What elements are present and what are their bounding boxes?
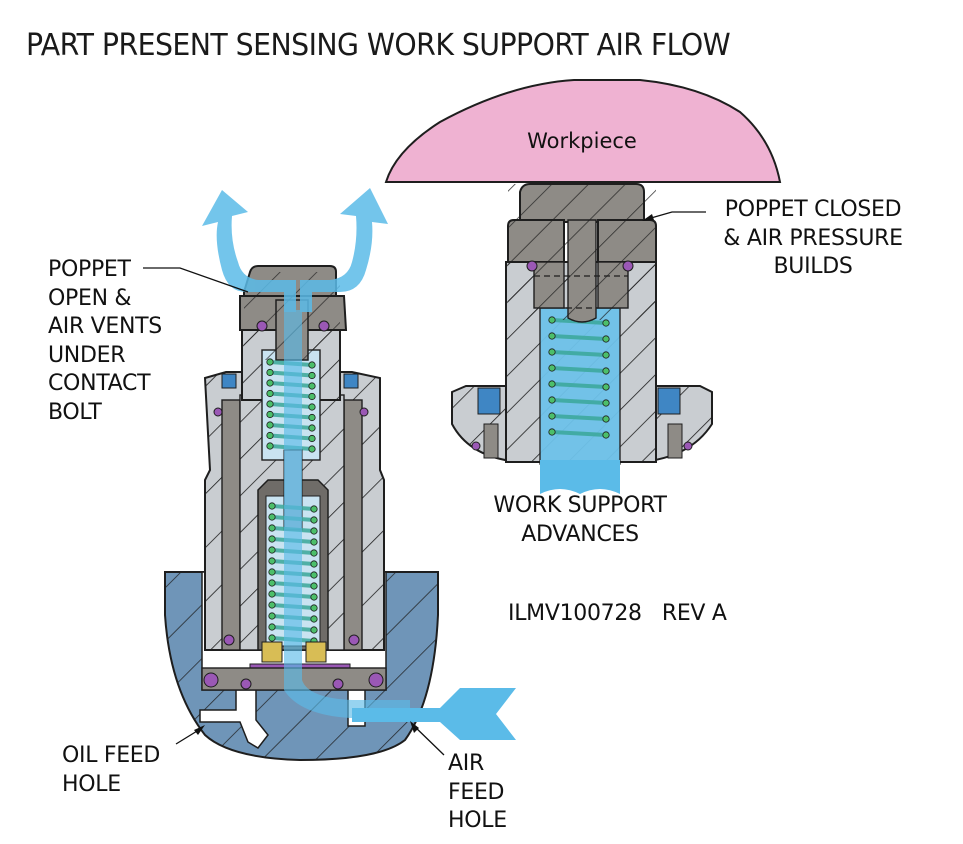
spring-coil bbox=[550, 334, 608, 341]
poppet-closed-leader bbox=[643, 211, 706, 221]
spring-coil-section bbox=[268, 601, 276, 609]
workpiece bbox=[384, 79, 782, 183]
spring-coil-section bbox=[266, 368, 274, 377]
spring-coil-section bbox=[310, 516, 318, 524]
spring-coil-section bbox=[266, 410, 274, 419]
spring-coil-section bbox=[548, 412, 556, 420]
spring-coil-section bbox=[310, 615, 318, 623]
spring-coil bbox=[550, 366, 608, 373]
spring-coil-section bbox=[310, 582, 318, 590]
spring-coil-section bbox=[602, 383, 610, 391]
spring-coil-section bbox=[310, 527, 318, 535]
spring-coil-section bbox=[268, 502, 276, 510]
work-support-advances-label: WORK SUPPORT ADVANCES bbox=[493, 493, 667, 547]
spring-coil bbox=[550, 430, 608, 437]
spring-coil bbox=[550, 350, 608, 357]
spring-coil-section bbox=[308, 445, 316, 453]
left-work-support-assembly bbox=[164, 188, 516, 762]
spring-coil-section bbox=[310, 626, 318, 634]
right-air-flow bbox=[540, 460, 620, 494]
spring-coil-section bbox=[602, 399, 610, 407]
spring-coil-section bbox=[602, 367, 610, 375]
poppet-closed-arrowhead bbox=[642, 214, 654, 221]
spring-coil-section bbox=[602, 351, 610, 359]
air-feed-arrowhead bbox=[410, 721, 419, 733]
spring-coil bbox=[550, 382, 608, 389]
spring-coil-section bbox=[548, 348, 556, 356]
spring-coil-section bbox=[308, 382, 316, 390]
spring-coil bbox=[550, 398, 608, 405]
spring-coil-section bbox=[548, 428, 556, 436]
spring-coil-section bbox=[548, 364, 556, 372]
spring-coil-section bbox=[266, 431, 274, 440]
poppet-closed-label: POPPET CLOSED & AIR PRESSURE BUILDS bbox=[723, 197, 903, 279]
spring-coil-section bbox=[602, 319, 610, 327]
spring-coil-section bbox=[268, 524, 276, 532]
spring-coil-section bbox=[548, 396, 556, 404]
spring-coil-section bbox=[268, 535, 276, 543]
spring-coil bbox=[550, 414, 608, 421]
spring-coil-section bbox=[266, 358, 274, 366]
oil-feed-hole-label: OIL FEED HOLE bbox=[62, 743, 161, 797]
spring-coil-section bbox=[308, 424, 316, 432]
spring-coil-section bbox=[268, 546, 276, 554]
spring-coil-section bbox=[268, 612, 276, 620]
spring-coil-section bbox=[266, 379, 274, 387]
spring-coil-section bbox=[310, 505, 318, 513]
spring-coil-section bbox=[268, 579, 276, 587]
right-poppet bbox=[507, 183, 657, 323]
spring-coil-section bbox=[268, 568, 276, 576]
spring-coil-section bbox=[310, 593, 318, 601]
spring-coil-section bbox=[602, 335, 610, 343]
spring-coil-section bbox=[310, 604, 318, 612]
poppet-open-leader bbox=[143, 267, 249, 293]
right-work-support-assembly bbox=[451, 183, 713, 494]
spring-coil-section bbox=[310, 538, 318, 546]
page-title: PART PRESENT SENSING WORK SUPPORT AIR FL… bbox=[26, 28, 731, 63]
spring-coil-section bbox=[310, 549, 318, 557]
spring-coil-section bbox=[266, 400, 274, 408]
spring-coil-section bbox=[268, 557, 276, 565]
spring-coil-section bbox=[308, 392, 316, 401]
spring-coil-section bbox=[266, 442, 274, 450]
spring-coil-section bbox=[602, 431, 610, 439]
oil-feed-arrowhead bbox=[194, 725, 205, 735]
spring-coil-section bbox=[310, 571, 318, 579]
drawing-number: ILMV100728 REV A bbox=[508, 601, 727, 626]
spring-coil-section bbox=[308, 403, 316, 411]
air-inlet-arrow bbox=[352, 688, 516, 740]
spring-coil-section bbox=[602, 415, 610, 423]
spring-coil-section bbox=[268, 634, 276, 642]
spring-coil-section bbox=[548, 332, 556, 340]
spring-coil-section bbox=[268, 623, 276, 631]
spring-coil-section bbox=[308, 413, 316, 422]
spring-coil-section bbox=[266, 389, 274, 398]
spring-coil-section bbox=[308, 361, 316, 369]
spring-coil-section bbox=[548, 380, 556, 388]
spring-coil-section bbox=[310, 560, 318, 568]
air-feed-hole-label: AIR FEED HOLE bbox=[448, 751, 507, 833]
workpiece-label: Workpiece bbox=[527, 129, 637, 153]
spring-coil-section bbox=[308, 434, 316, 443]
spring-coil-section bbox=[268, 513, 276, 521]
spring-coil-section bbox=[266, 421, 274, 429]
spring-coil-section bbox=[268, 590, 276, 598]
left-air-flow bbox=[202, 188, 410, 718]
spring-coil-section bbox=[308, 371, 316, 380]
poppet-open-label: POPPET OPEN & AIR VENTS UNDER CONTACT BO… bbox=[48, 257, 162, 425]
